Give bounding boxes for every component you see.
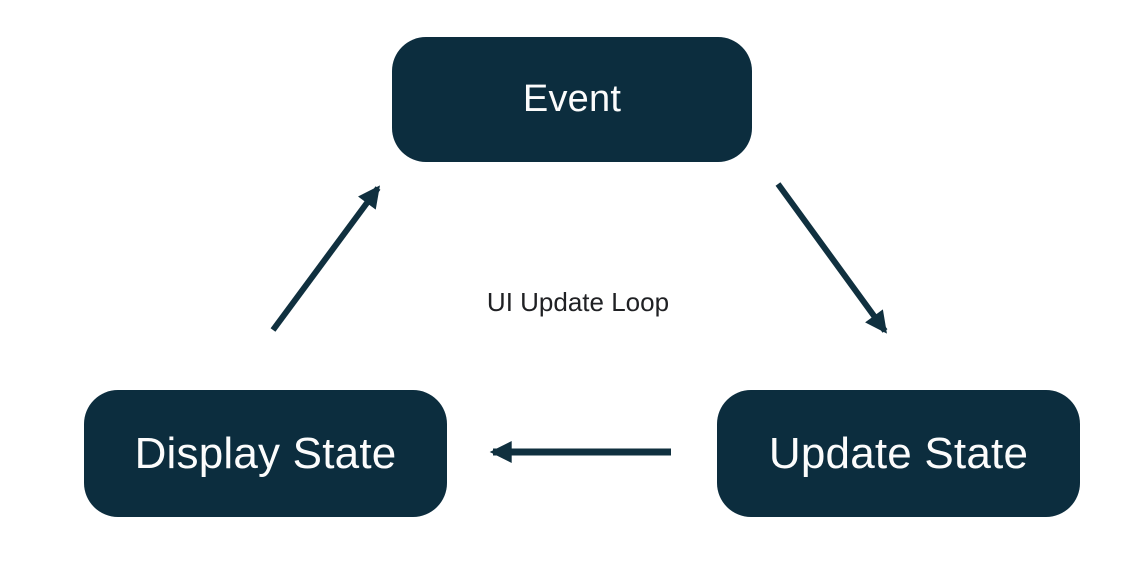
node-display-state: Display State xyxy=(84,390,447,517)
node-update-state: Update State xyxy=(717,390,1080,517)
diagram-caption: UI Update Loop xyxy=(486,286,670,317)
arrow-event-to-update-state xyxy=(775,182,888,334)
node-update-state-label: Update State xyxy=(768,428,1029,478)
arrow-display-state-to-event xyxy=(270,185,381,332)
node-event: Event xyxy=(392,37,752,162)
node-display-state-label: Display State xyxy=(134,428,397,478)
node-event-label: Event xyxy=(522,78,622,120)
